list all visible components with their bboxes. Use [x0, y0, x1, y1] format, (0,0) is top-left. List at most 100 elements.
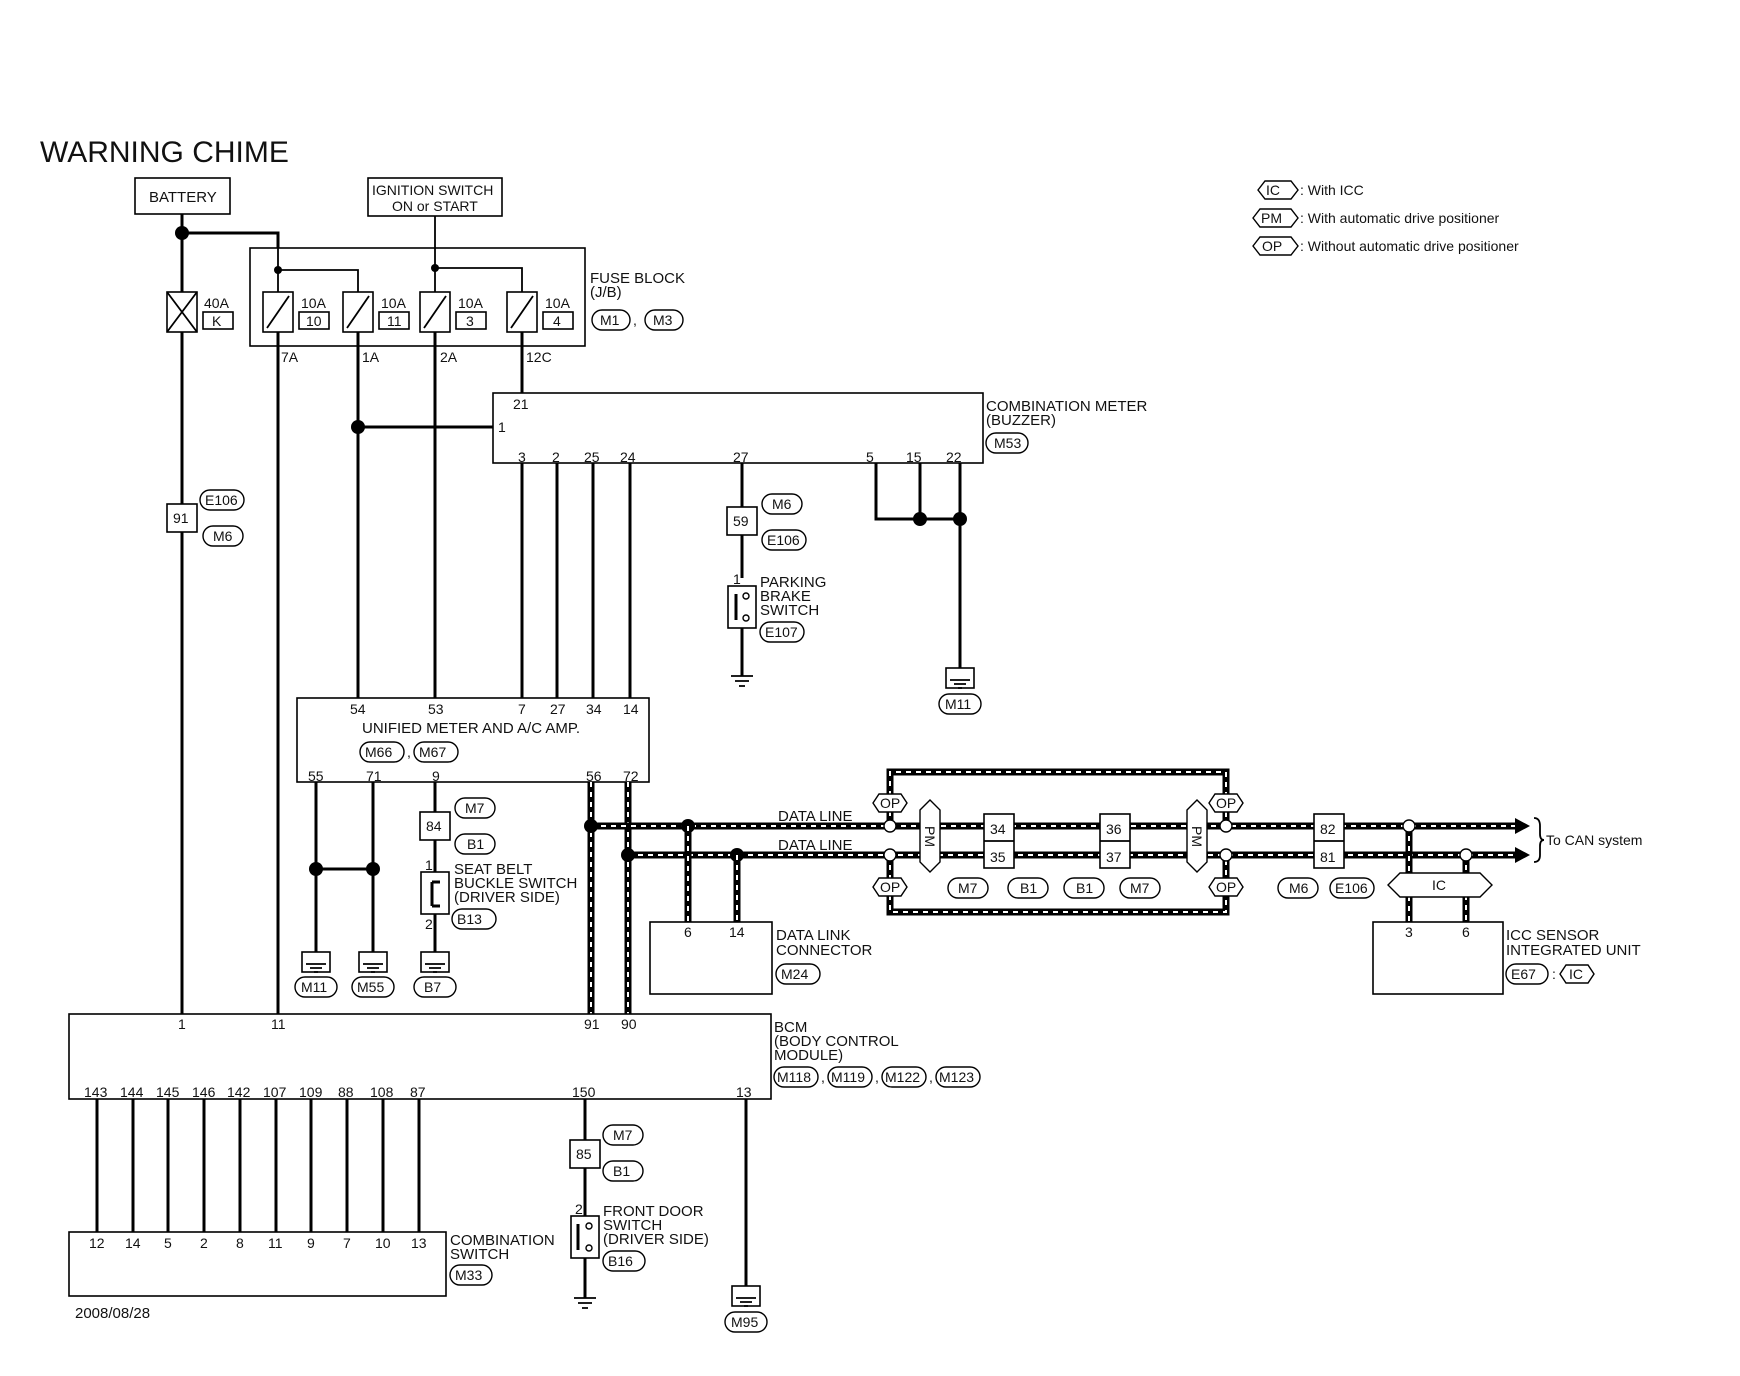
joint-connector-91: 91 E106 M6 [166, 489, 245, 547]
svg-text:11: 11 [268, 1235, 283, 1251]
svg-text:OP: OP [1216, 879, 1236, 895]
svg-text:(DRIVER SIDE): (DRIVER SIDE) [454, 889, 560, 906]
svg-text:82: 82 [1320, 821, 1336, 837]
svg-text:B1: B1 [613, 1163, 630, 1179]
svg-text:(BUZZER): (BUZZER) [986, 412, 1056, 429]
svg-text:146: 146 [192, 1084, 216, 1100]
op-tag-top-right: OP [1208, 793, 1244, 813]
pm-tag-left: PM [919, 799, 941, 873]
svg-text:142: 142 [227, 1084, 251, 1100]
svg-text:B16: B16 [608, 1253, 633, 1269]
svg-text:13: 13 [411, 1235, 427, 1251]
bcm: 1 11 91 90 143 144 145 146 142 107 109 8… [68, 1013, 981, 1100]
svg-text:OP: OP [880, 879, 900, 895]
op-tag-bottom-right: OP [1208, 877, 1244, 897]
svg-text:2: 2 [200, 1235, 208, 1251]
svg-text:6: 6 [684, 924, 692, 940]
svg-text:SWITCH: SWITCH [450, 1246, 509, 1263]
svg-text:M67: M67 [419, 744, 446, 760]
svg-text:3: 3 [518, 449, 526, 465]
svg-text:M33: M33 [455, 1267, 482, 1283]
svg-text:56: 56 [586, 768, 602, 784]
svg-text:54: 54 [350, 701, 366, 717]
unified-meter-label: UNIFIED METER AND A/C AMP. [362, 720, 580, 737]
svg-text:37: 37 [1106, 849, 1122, 865]
ground-symbol-parking-brake [731, 675, 753, 687]
svg-text:,: , [875, 1069, 879, 1085]
svg-text:24: 24 [620, 449, 636, 465]
svg-text:M7: M7 [613, 1127, 633, 1143]
svg-text:,: , [929, 1069, 933, 1085]
ignition-switch: IGNITION SWITCH ON or START [367, 177, 503, 217]
svg-text:M6: M6 [772, 496, 792, 512]
svg-text::: : [1552, 966, 1556, 982]
fuse-4: 10A 4 12C [506, 291, 574, 365]
fuse-bus-left [278, 269, 359, 292]
can-joint-connector-labels: M7 B1 B1 M7 M6 E106 [947, 877, 1375, 899]
svg-text:(J/B): (J/B) [590, 284, 622, 301]
svg-text:OP: OP [1216, 795, 1236, 811]
joint-connector-59: 59 M6 E106 [726, 493, 807, 551]
svg-text:7: 7 [518, 701, 526, 717]
battery: BATTERY [134, 177, 231, 215]
svg-text:2: 2 [552, 449, 560, 465]
svg-text:11: 11 [271, 1016, 286, 1032]
ground-symbol-front-door [574, 1297, 596, 1309]
svg-text:34: 34 [990, 821, 1006, 837]
svg-text:90: 90 [621, 1016, 637, 1032]
svg-text:27: 27 [550, 701, 566, 717]
can-low-arrow [1515, 847, 1530, 863]
svg-text:14: 14 [729, 924, 745, 940]
fuse-bus-right [435, 267, 523, 292]
svg-text:144: 144 [120, 1084, 144, 1100]
svg-text:107: 107 [263, 1084, 287, 1100]
svg-text:7A: 7A [281, 349, 299, 365]
svg-text:BATTERY: BATTERY [149, 189, 217, 206]
combination-switch: 12 14 5 2 8 11 9 7 10 13 COMBINATION SWI… [68, 1231, 555, 1297]
svg-text:5: 5 [866, 449, 874, 465]
svg-text:10: 10 [375, 1235, 391, 1251]
fuse-3: 10A 3 2A [419, 291, 487, 365]
svg-text:INTEGRATED UNIT: INTEGRATED UNIT [1506, 942, 1641, 959]
svg-text:,: , [407, 744, 411, 760]
legend: IC : With ICC PM : With automatic drive … [1252, 180, 1519, 256]
svg-text:SWITCH: SWITCH [603, 1217, 662, 1234]
svg-text:22: 22 [946, 449, 962, 465]
svg-text:M7: M7 [1130, 880, 1150, 896]
svg-text:71: 71 [366, 768, 382, 784]
fuse-block-label: FUSE BLOCK [590, 270, 685, 287]
svg-text:SWITCH: SWITCH [760, 602, 819, 619]
svg-text:4: 4 [553, 313, 561, 329]
svg-text:B1: B1 [1020, 880, 1037, 896]
svg-text:36: 36 [1106, 821, 1122, 837]
svg-text:81: 81 [1320, 849, 1336, 865]
svg-text:10A: 10A [381, 295, 407, 311]
svg-text:E106: E106 [767, 532, 800, 548]
diagram-title: WARNING CHIME [40, 136, 289, 169]
svg-text:BUCKLE SWITCH: BUCKLE SWITCH [454, 875, 577, 892]
ground-b7: B7 [413, 951, 457, 998]
diagram-date: 2008/08/28 [75, 1305, 150, 1322]
legend-pm-tag-shape [1252, 208, 1299, 228]
svg-text:1A: 1A [362, 349, 380, 365]
svg-text:55: 55 [308, 768, 324, 784]
svg-text:143: 143 [84, 1084, 108, 1100]
svg-text:1: 1 [498, 419, 506, 435]
legend-pm-text: : With automatic drive positioner [1300, 210, 1500, 226]
svg-text:PM: PM [922, 826, 938, 847]
svg-text:1: 1 [733, 571, 741, 587]
svg-text:M122: M122 [885, 1069, 920, 1085]
can-high-arrow [1515, 818, 1530, 834]
svg-text:7: 7 [343, 1235, 351, 1251]
svg-text:87: 87 [410, 1084, 426, 1100]
svg-text:SEAT BELT: SEAT BELT [454, 861, 532, 878]
svg-text:,: , [821, 1069, 825, 1085]
svg-text:M24: M24 [781, 966, 808, 982]
svg-text:E106: E106 [1335, 880, 1368, 896]
svg-text:13: 13 [736, 1084, 752, 1100]
svg-text:15: 15 [906, 449, 922, 465]
svg-text:14: 14 [623, 701, 639, 717]
legend-ic-tag-shape [1257, 180, 1299, 200]
svg-text:8: 8 [236, 1235, 244, 1251]
to-can-brace [1533, 817, 1545, 863]
